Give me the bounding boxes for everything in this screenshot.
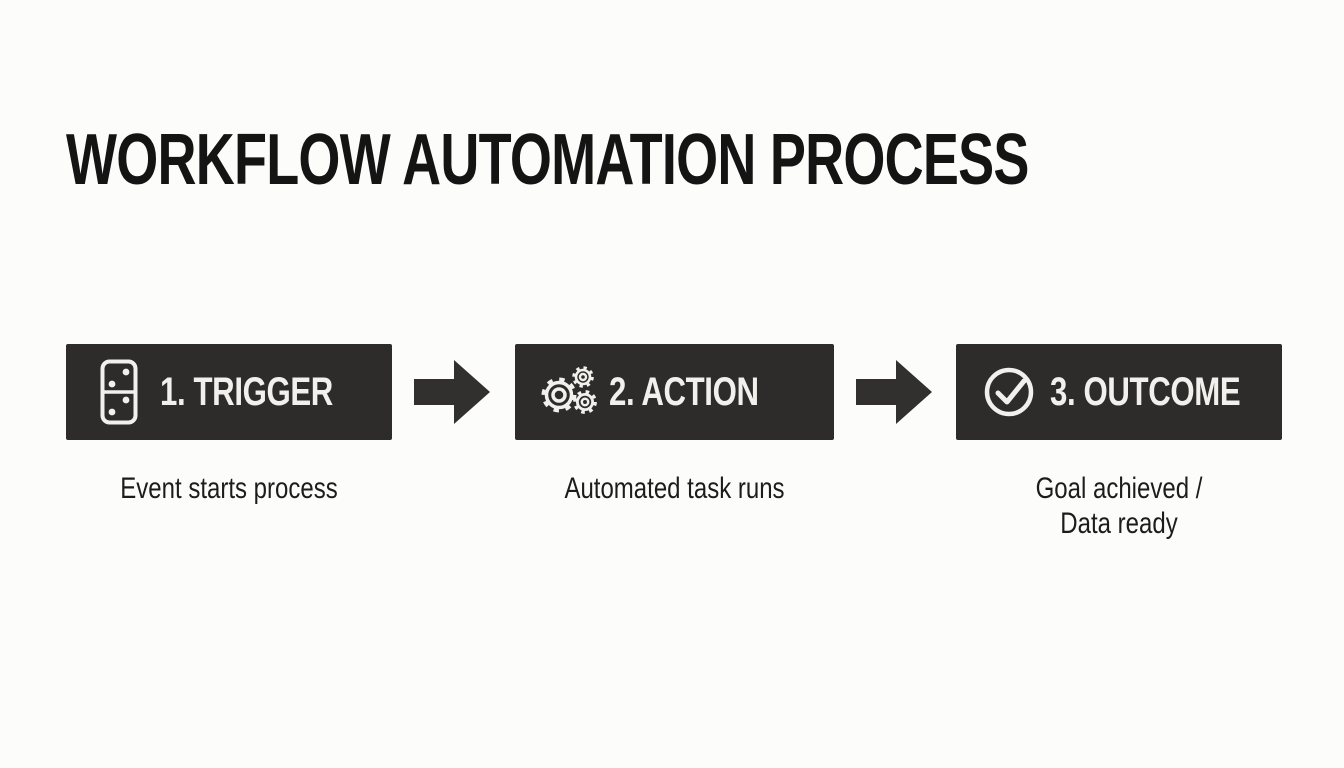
step-caption-action: Automated task runs	[563, 472, 785, 505]
gears-icon	[535, 364, 601, 420]
flow-diagram: 1. TRIGGER	[66, 344, 1282, 440]
page-title: WORKFLOW AUTOMATION PROCESS	[66, 120, 1029, 200]
captions-row: Event starts process Automated task runs…	[66, 472, 1282, 541]
check-circle-icon	[976, 365, 1042, 419]
step-caption-trigger: Event starts process	[120, 472, 338, 505]
step-label: 2. ACTION	[608, 369, 759, 414]
step-box-outcome: 3. OUTCOME	[956, 344, 1282, 440]
step-label: 1. TRIGGER	[160, 369, 333, 414]
domino-icon	[86, 359, 152, 425]
arrow-right-icon	[855, 354, 934, 430]
arrow-right-icon	[414, 354, 492, 430]
step-box-action: 2. ACTION	[514, 344, 834, 440]
step-box-trigger: 1. TRIGGER	[66, 344, 392, 440]
step-caption-outcome: Goal achieved / Data ready	[1035, 472, 1203, 540]
step-label: 3. OUTCOME	[1050, 369, 1241, 414]
